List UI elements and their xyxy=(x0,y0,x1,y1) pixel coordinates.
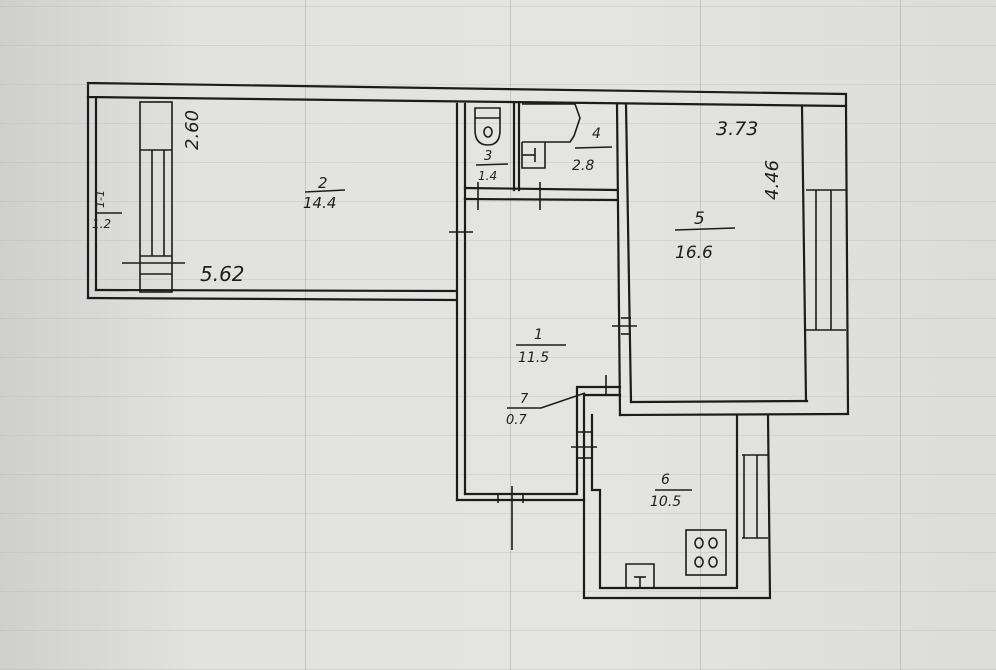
svg-text:1.4: 1.4 xyxy=(478,169,497,183)
grid-line xyxy=(305,0,306,670)
svg-text:2.8: 2.8 xyxy=(572,158,594,174)
svg-text:11.5: 11.5 xyxy=(518,350,549,366)
svg-text:1.2: 1.2 xyxy=(92,217,111,231)
grid-line xyxy=(510,0,511,670)
svg-text:10.5: 10.5 xyxy=(650,494,681,510)
dimension-4-46: 4.46 xyxy=(762,160,783,200)
room-label-balcony: 1-1 1.2 xyxy=(92,190,122,231)
svg-text:5: 5 xyxy=(694,209,705,229)
room-label-2: 2 14.4 xyxy=(303,174,346,212)
svg-text:1: 1 xyxy=(534,327,543,343)
bathroom-block xyxy=(449,102,618,502)
svg-text:1-1: 1-1 xyxy=(94,190,107,208)
svg-text:14.4: 14.4 xyxy=(303,194,336,212)
room-label-1: 1 11.5 xyxy=(516,327,566,366)
svg-text:3: 3 xyxy=(484,149,492,164)
dimension-3-73: 3.73 xyxy=(716,118,758,140)
svg-text:4: 4 xyxy=(592,126,601,142)
room-label-5: 5 16.6 xyxy=(674,209,736,263)
room-label-4: 4 2.8 xyxy=(572,126,613,174)
svg-text:6: 6 xyxy=(661,472,670,488)
room-5-walls xyxy=(612,102,850,417)
svg-text:2: 2 xyxy=(318,174,328,192)
room-label-7: 7 0.7 xyxy=(506,392,586,428)
toilet-icon xyxy=(474,107,501,146)
balcony-window xyxy=(122,101,185,293)
dimension-5-62: 5.62 xyxy=(200,262,245,286)
svg-text:7: 7 xyxy=(520,392,529,407)
svg-text:16.6: 16.6 xyxy=(675,243,713,263)
corridor-walls xyxy=(455,375,622,550)
svg-text:0.7: 0.7 xyxy=(506,413,527,428)
kitchen-walls xyxy=(582,413,772,600)
stove-icon xyxy=(685,529,727,576)
dimension-2-60: 2.60 xyxy=(182,110,203,150)
grid-line xyxy=(900,0,901,670)
grid-line xyxy=(700,0,701,670)
sink-icon xyxy=(625,563,655,588)
room-label-6: 6 10.5 xyxy=(650,472,692,510)
room-label-3: 3 1.4 xyxy=(475,149,509,183)
